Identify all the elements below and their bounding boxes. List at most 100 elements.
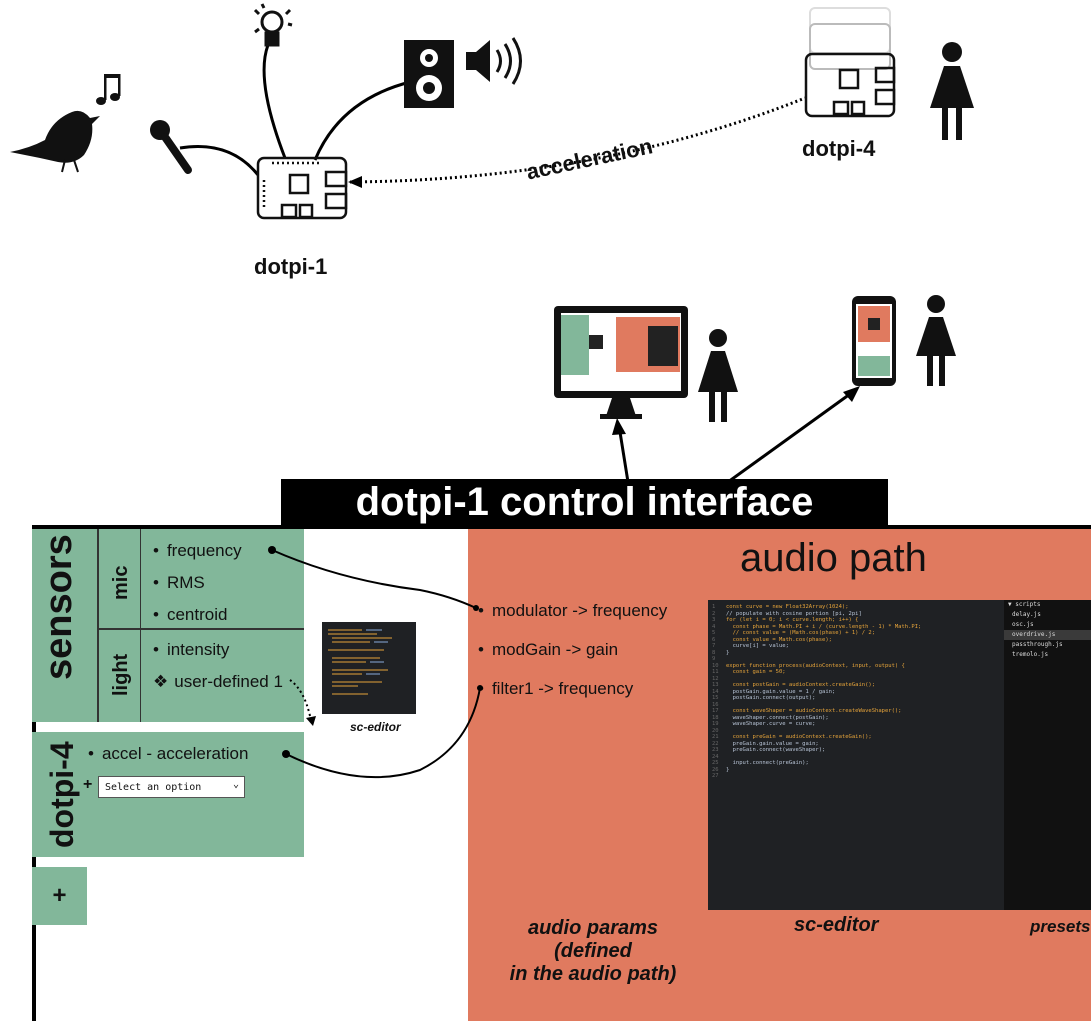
code-text: postGain.gain.value = 1 / gain; — [726, 688, 836, 695]
code-line: 5 // const value = (Math.cos(phase) + 1)… — [712, 630, 1004, 637]
audio-params-caption-line3: in the audio path) — [509, 963, 677, 985]
code-line: 16 — [712, 702, 1004, 709]
sensor-mic-rms[interactable]: RMS — [153, 573, 205, 593]
code-line: 1 const curve = new Float32Array(1024); — [712, 604, 1004, 611]
raspberry-pi-dotpi4-icon — [804, 7, 896, 118]
control-interface-banner: dotpi-1 control interface — [281, 479, 888, 525]
diamond-icon: ❖ — [153, 672, 169, 691]
code-text: preGain.gain.value = gain; — [726, 740, 819, 747]
dotpi4-plus-label: + — [83, 776, 93, 793]
sensor-light-intensity[interactable]: intensity — [153, 640, 229, 660]
line-number: 24 — [712, 753, 719, 760]
code-text: curve[i] = value; — [726, 643, 789, 649]
sensors-panel — [32, 529, 304, 722]
sensor-light-user-defined[interactable]: ❖ user-defined 1 — [153, 672, 283, 692]
line-number: 22 — [712, 740, 719, 747]
line-number: 25 — [712, 760, 719, 766]
line-number: 13 — [712, 682, 719, 688]
code-line: 12 — [712, 676, 1004, 683]
code-text: // const value = (Math.cos(phase) + 1) /… — [726, 630, 876, 636]
line-number: 4 — [712, 623, 716, 630]
sensor-select-value: Select an option — [105, 782, 202, 793]
code-line: 11 const gain = 50; — [712, 669, 1004, 676]
code-line: 9 — [712, 656, 1004, 663]
frame-top-border — [32, 525, 1091, 529]
dotpi4-accel-item[interactable]: accel - acceleration — [88, 744, 248, 764]
code-line: 26} — [712, 767, 1004, 774]
code-text: export function process(audioContext, in… — [726, 662, 905, 669]
param-modgain-gain[interactable]: modGain -> gain — [478, 640, 618, 660]
bird-icon — [10, 110, 100, 173]
param-filter1-frequency[interactable]: filter1 -> frequency — [478, 679, 633, 699]
line-number: 26 — [712, 766, 719, 773]
code-text: postGain.connect(output); — [726, 695, 816, 701]
preset-item[interactable]: passthrough.js — [1012, 641, 1063, 648]
code-text: const phase = Math.PI + i / (curve.lengt… — [726, 623, 922, 630]
line-number: 1 — [712, 604, 716, 610]
code-text: } — [726, 766, 730, 773]
code-text: waveShaper.curve = curve; — [726, 721, 816, 727]
mic-light-divider-h — [99, 628, 304, 630]
light-divider-v — [140, 629, 141, 722]
code-text: const preGain = audioContext.createGain(… — [726, 734, 872, 740]
code-text: const waveShaper = audioContext.createWa… — [726, 708, 902, 714]
desktop-monitor-icon — [554, 306, 688, 419]
frequency-to-modulator-line — [271, 549, 477, 609]
connector-lines — [268, 546, 483, 779]
code-line: 14 postGain.gain.value = 1 / gain; — [712, 689, 1004, 696]
acceleration-arrowhead — [348, 176, 362, 188]
mic-divider-v — [140, 529, 141, 629]
sensor-mic-frequency[interactable]: frequency — [153, 541, 242, 561]
code-text: const postGain = audioContext.createGain… — [726, 682, 876, 688]
code-line: 24 — [712, 754, 1004, 761]
raspberry-pi-dotpi1-icon — [256, 156, 348, 220]
line-number: 7 — [712, 643, 716, 649]
presets-header[interactable]: ▼ scripts — [1008, 601, 1041, 608]
line-number: 19 — [712, 721, 719, 727]
presets-caption: presets — [1030, 917, 1091, 936]
preset-item[interactable]: delay.js — [1012, 611, 1041, 618]
accel-to-filter-line — [285, 687, 481, 779]
speaker-icon — [404, 37, 522, 108]
dotpi4-label: dotpi-4 — [802, 136, 876, 161]
sensor-light-user-defined-label: user-defined 1 — [174, 672, 283, 691]
code-text: const curve = new Float32Array(1024); — [726, 604, 849, 610]
code-text: } — [726, 649, 730, 656]
code-line: 25 input.connect(preGain); — [712, 760, 1004, 767]
line-number: 6 — [712, 636, 716, 643]
sc-editor-thumb-caption: sc-editor — [350, 720, 401, 734]
line-number: 16 — [712, 701, 719, 708]
code-line: 21 const preGain = audioContext.createGa… — [712, 734, 1004, 741]
music-note-icon — [96, 74, 121, 105]
audio-params-caption-line2: (defined — [554, 940, 632, 962]
sc-editor-thumbnail — [322, 622, 416, 714]
audio-path-title: audio path — [740, 536, 927, 580]
line-number: 17 — [712, 708, 719, 714]
preset-item[interactable]: osc.js — [1012, 621, 1034, 628]
preset-item[interactable]: tremolo.js — [1012, 651, 1049, 658]
code-line: 19 waveShaper.curve = curve; — [712, 721, 1004, 728]
line-number: 8 — [712, 649, 716, 656]
code-line: 4 const phase = Math.PI + i / (curve.len… — [712, 624, 1004, 631]
code-text: preGain.connect(waveShaper); — [726, 747, 826, 753]
line-number: 23 — [712, 747, 719, 753]
sensor-select[interactable]: Select an option ⌄ — [98, 776, 245, 798]
param-modulator-frequency[interactable]: modulator -> frequency — [478, 601, 667, 621]
code-line: 15 postGain.connect(output); — [712, 695, 1004, 702]
preset-item[interactable]: overdrive.js — [1004, 630, 1091, 640]
speaker-cable — [313, 80, 411, 161]
code-text: const gain = 50; — [726, 669, 786, 675]
audio-params-caption-line1: audio params — [527, 917, 659, 939]
code-text: const value = Math.cos(phase); — [726, 636, 832, 643]
add-panel-button[interactable]: + — [32, 867, 87, 925]
sensors-divider-v — [97, 529, 99, 722]
sensor-mic-centroid[interactable]: centroid — [153, 605, 227, 625]
arrow-to-monitor — [618, 431, 630, 480]
code-line: 20 — [712, 728, 1004, 735]
line-number: 14 — [712, 688, 719, 695]
